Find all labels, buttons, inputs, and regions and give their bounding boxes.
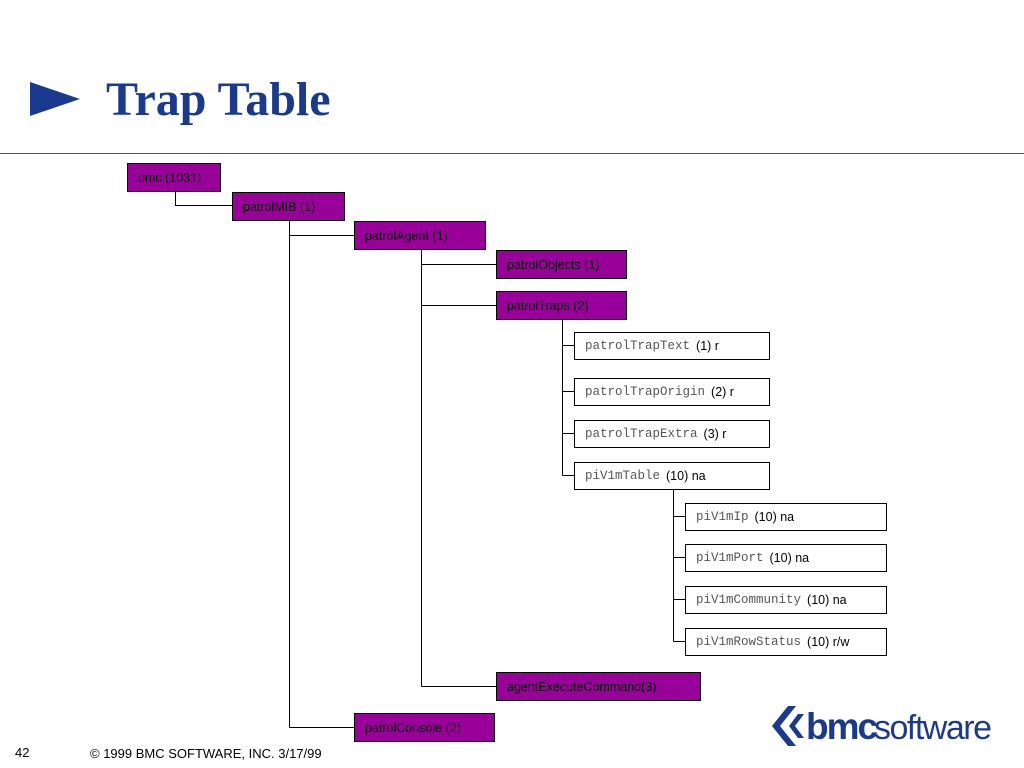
node-suffix: (10) na — [769, 551, 810, 565]
node-patroltrapextra: patrolTrapExtra (3) r — [574, 420, 770, 448]
node-bmc: bmc (1031) — [127, 163, 221, 192]
node-patroltraporigin: patrolTrapOrigin (2) r — [574, 378, 770, 406]
node-name: patrolTrapText — [585, 339, 691, 353]
node-piv1mtable: piV1mTable (10) na — [574, 462, 770, 490]
node-suffix: (3) r — [703, 427, 727, 441]
node-name: piV1mTable — [585, 469, 661, 483]
title-arrow-icon — [30, 82, 80, 116]
node-patroltraps: patrolTraps (2) — [496, 291, 627, 320]
title-divider — [0, 153, 1024, 154]
copyright-text: © 1999 BMC SOFTWARE, INC. 3/17/99 — [90, 746, 322, 761]
node-patrolconsole: patrolConsole (2) — [354, 713, 495, 742]
node-agentexecutecommand: agentExecuteCommand(3) — [496, 672, 701, 701]
bmc-chevron-icon — [772, 706, 804, 746]
node-patroltraptext: patrolTrapText (1) r — [574, 332, 770, 360]
node-patrolobjects: patrolObjects (1) — [496, 250, 627, 279]
node-name: piV1mIp — [696, 510, 749, 524]
node-patrolagent: patrolAgent (1) — [354, 221, 486, 250]
logo-bmc-text: bmc — [806, 706, 878, 747]
node-suffix: (10) r/w — [807, 635, 850, 649]
node-suffix: (10) na — [807, 593, 847, 607]
page-number: 42 — [15, 745, 30, 760]
node-suffix: (2) r — [711, 385, 734, 399]
node-name: piV1mPort — [696, 551, 764, 565]
node-piv1mrowstatus: piV1mRowStatus (10) r/w — [685, 628, 887, 656]
node-suffix: (10) na — [754, 510, 795, 524]
node-suffix: (10) na — [666, 469, 706, 483]
node-name: piV1mCommunity — [696, 593, 802, 607]
bmc-software-logo: bmc software — [772, 706, 993, 747]
connector-bmc — [175, 191, 232, 206]
node-name: patrolTrapExtra — [585, 427, 698, 441]
node-patrolmib: patrolMIB (1) — [232, 192, 345, 221]
node-piv1mcommunity: piV1mCommunity (10) na — [685, 586, 887, 614]
slide-title: Trap Table — [106, 73, 331, 126]
node-name: patrolTrapOrigin — [585, 385, 706, 399]
node-piv1mport: piV1mPort (10) na — [685, 544, 887, 572]
logo-software-text: software — [874, 709, 991, 747]
node-piv1mip: piV1mIp (10) na — [685, 503, 887, 531]
node-suffix: (1) r — [696, 339, 719, 353]
node-name: piV1mRowStatus — [696, 635, 802, 649]
